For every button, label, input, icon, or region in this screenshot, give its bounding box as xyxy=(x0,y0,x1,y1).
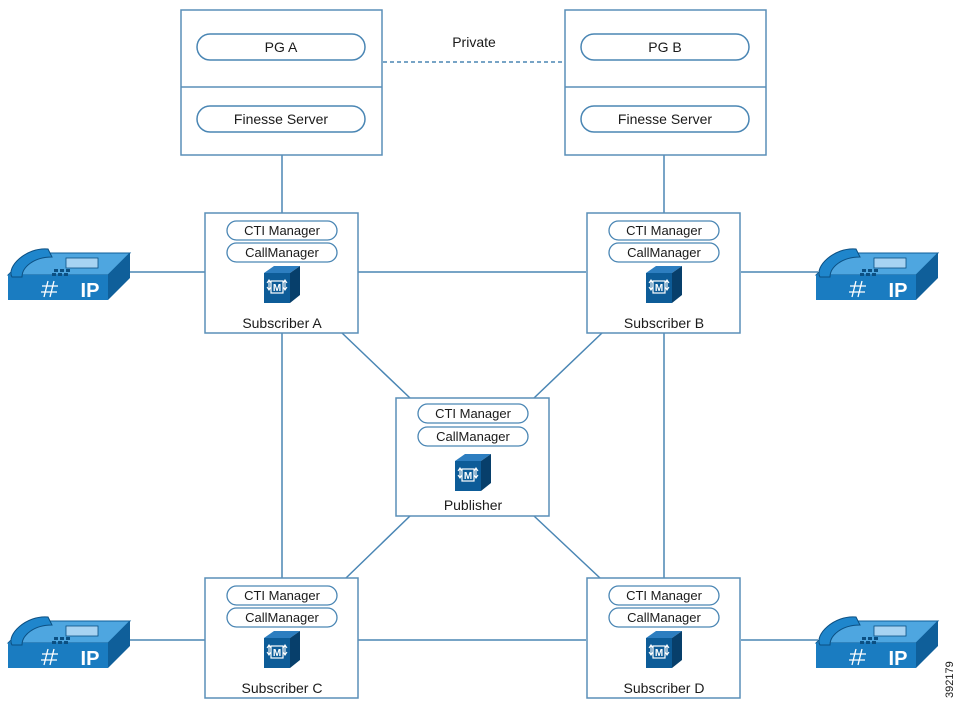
link-publisher-sub-c xyxy=(345,515,411,579)
callmanager-server-icon xyxy=(645,630,683,669)
callmanager-label: CallManager xyxy=(627,245,701,260)
pg-b-box: PG B Finesse Server xyxy=(564,9,767,156)
finesse-server-b-pill xyxy=(580,105,750,133)
ip-phone-icon: IP xyxy=(7,616,131,670)
subscriber-a-node: CTI Manager CallManager Subscriber A xyxy=(204,212,359,334)
pg-b-label: PG B xyxy=(648,39,681,55)
publisher-node: CTI Manager CallManager Publisher xyxy=(395,397,550,517)
link-publisher-sub-d xyxy=(533,515,601,579)
ip-phone-label: IP xyxy=(81,280,100,302)
ip-phone-icon: IP xyxy=(815,248,939,302)
ip-phone-label: IP xyxy=(81,648,100,670)
cti-manager-label: CTI Manager xyxy=(626,588,703,603)
cti-manager-label: CTI Manager xyxy=(626,223,703,238)
subscriber-c-node: CTI Manager CallManager Subscriber C xyxy=(204,577,359,699)
ip-phone-icon: IP xyxy=(7,248,131,302)
ip-phone-label: IP xyxy=(889,648,908,670)
subscriber-b-name: Subscriber B xyxy=(624,315,704,331)
subscriber-a-name: Subscriber A xyxy=(242,315,322,331)
finesse-server-a-label: Finesse Server xyxy=(234,111,328,127)
link-sub-b-publisher xyxy=(533,332,603,399)
ip-phone-label: IP xyxy=(889,280,908,302)
finesse-server-b-label: Finesse Server xyxy=(618,111,712,127)
figure-id: 392179 xyxy=(944,661,956,698)
callmanager-server-icon xyxy=(263,265,301,304)
callmanager-label: CallManager xyxy=(627,610,701,625)
callmanager-server-icon xyxy=(645,265,683,304)
subscriber-d-name: Subscriber D xyxy=(624,680,705,696)
pg-a-box: PG A Finesse Server xyxy=(180,9,383,156)
callmanager-label: CallManager xyxy=(245,245,319,260)
cti-manager-label: CTI Manager xyxy=(244,588,321,603)
ip-phone-icon: IP xyxy=(815,616,939,670)
callmanager-label: CallManager xyxy=(436,429,510,444)
subscriber-b-node: CTI Manager CallManager Subscriber B xyxy=(586,212,741,334)
finesse-server-a-pill xyxy=(196,105,366,133)
private-link-label: Private xyxy=(452,34,496,50)
callmanager-label: CallManager xyxy=(245,610,319,625)
connector-lines xyxy=(130,61,818,641)
publisher-name: Publisher xyxy=(444,497,503,513)
cti-manager-label: CTI Manager xyxy=(244,223,321,238)
callmanager-server-icon xyxy=(263,630,301,669)
pg-b-pill xyxy=(580,33,750,61)
callmanager-server-icon xyxy=(454,453,492,492)
subscriber-c-name: Subscriber C xyxy=(242,680,323,696)
subscriber-d-node: CTI Manager CallManager Subscriber D xyxy=(586,577,741,699)
pg-a-pill xyxy=(196,33,366,61)
cti-manager-label: CTI Manager xyxy=(435,406,512,421)
pg-a-label: PG A xyxy=(265,39,298,55)
link-sub-a-publisher xyxy=(341,332,411,399)
